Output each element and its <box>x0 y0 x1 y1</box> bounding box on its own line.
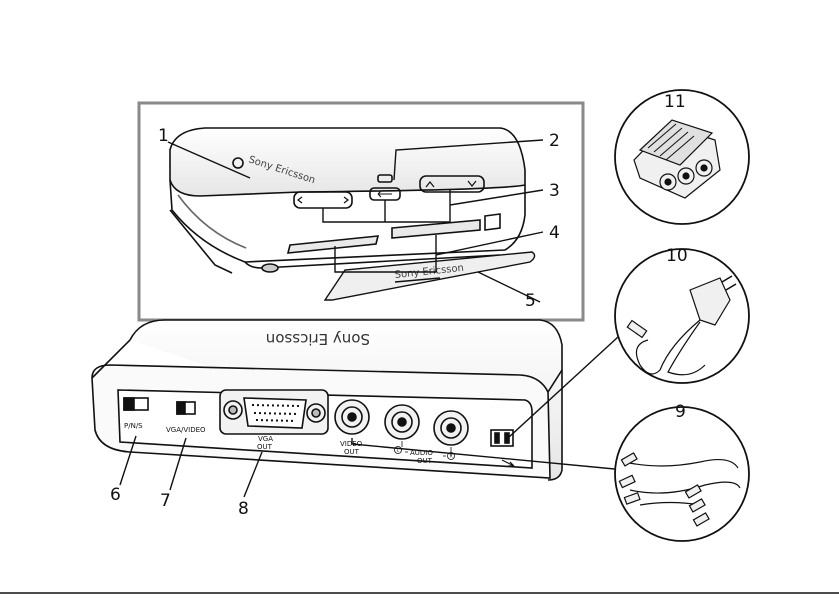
callout-3: 3 <box>549 181 560 201</box>
callout-4: 4 <box>549 223 560 243</box>
callout-8: 8 <box>238 499 249 519</box>
callout-6: 6 <box>110 485 121 505</box>
callout-7: 7 <box>160 491 171 511</box>
label-video-out-2: OUT <box>344 448 360 456</box>
callout-10: 10 <box>666 246 688 266</box>
video-out-jack <box>335 400 369 434</box>
label-vga-out-1: VGA <box>258 435 273 443</box>
audio-right-jack <box>434 411 468 445</box>
top-view-inset: Sony Ericsson Sony Ericsson 1 2 3 4 5 <box>139 103 583 320</box>
label-pns: P/N/S <box>124 422 143 430</box>
callout-1: 1 <box>158 126 169 146</box>
callout-11: 11 <box>664 92 686 112</box>
callout-2: 2 <box>549 131 560 151</box>
av-cable-circle: 9 <box>615 402 749 541</box>
label-audio-right: R <box>450 454 453 460</box>
scart-adapter-circle: 11 <box>615 90 749 224</box>
audio-left-jack <box>385 405 419 439</box>
callout-5: 5 <box>525 291 536 311</box>
charger-circle: 10 <box>615 246 749 383</box>
label-vga-video: VGA/VIDEO <box>166 426 206 434</box>
vga-port <box>220 390 328 434</box>
label-vga-out-2: OUT <box>257 443 273 451</box>
label-audio-out-2: OUT <box>417 457 433 465</box>
rear-view-brand: Sony Ericsson <box>266 330 370 348</box>
callout-9: 9 <box>675 402 686 422</box>
